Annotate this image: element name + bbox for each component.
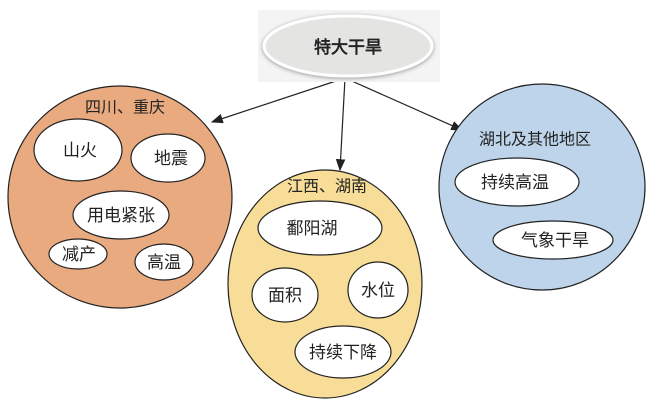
region-title: 湖北及其他地区 <box>479 130 591 149</box>
region-title: 四川、重庆 <box>85 98 165 117</box>
item-label: 高温 <box>147 253 181 273</box>
root-label: 特大干旱 <box>314 37 382 58</box>
item-label: 气象干旱 <box>521 231 589 251</box>
item-label: 地震 <box>154 149 188 169</box>
item-label: 鄱阳湖 <box>287 219 338 239</box>
item-label: 持续下降 <box>309 343 377 363</box>
item-label: 用电紧张 <box>87 206 155 226</box>
region-sichuan: 四川、重庆 山火 地震 用电紧张 减产 高温 <box>7 85 233 309</box>
region-hubei: 湖北及其他地区 持续高温 气象干旱 <box>438 83 646 291</box>
item-label: 持续高温 <box>481 173 549 193</box>
arrow-to-jiangxi <box>335 77 346 172</box>
item-label: 减产 <box>62 245 96 265</box>
region-title: 江西、湖南 <box>287 177 367 196</box>
arrow-to-sichuan <box>210 77 346 124</box>
root-node: 特大干旱 <box>258 10 440 82</box>
region-jiangxi: 江西、湖南 鄱阳湖 面积 水位 持续下降 <box>227 169 423 399</box>
item-label: 水位 <box>361 281 395 301</box>
arrow-to-hubei <box>344 77 464 131</box>
item-label: 山火 <box>63 141 97 161</box>
item-label: 面积 <box>268 286 302 306</box>
